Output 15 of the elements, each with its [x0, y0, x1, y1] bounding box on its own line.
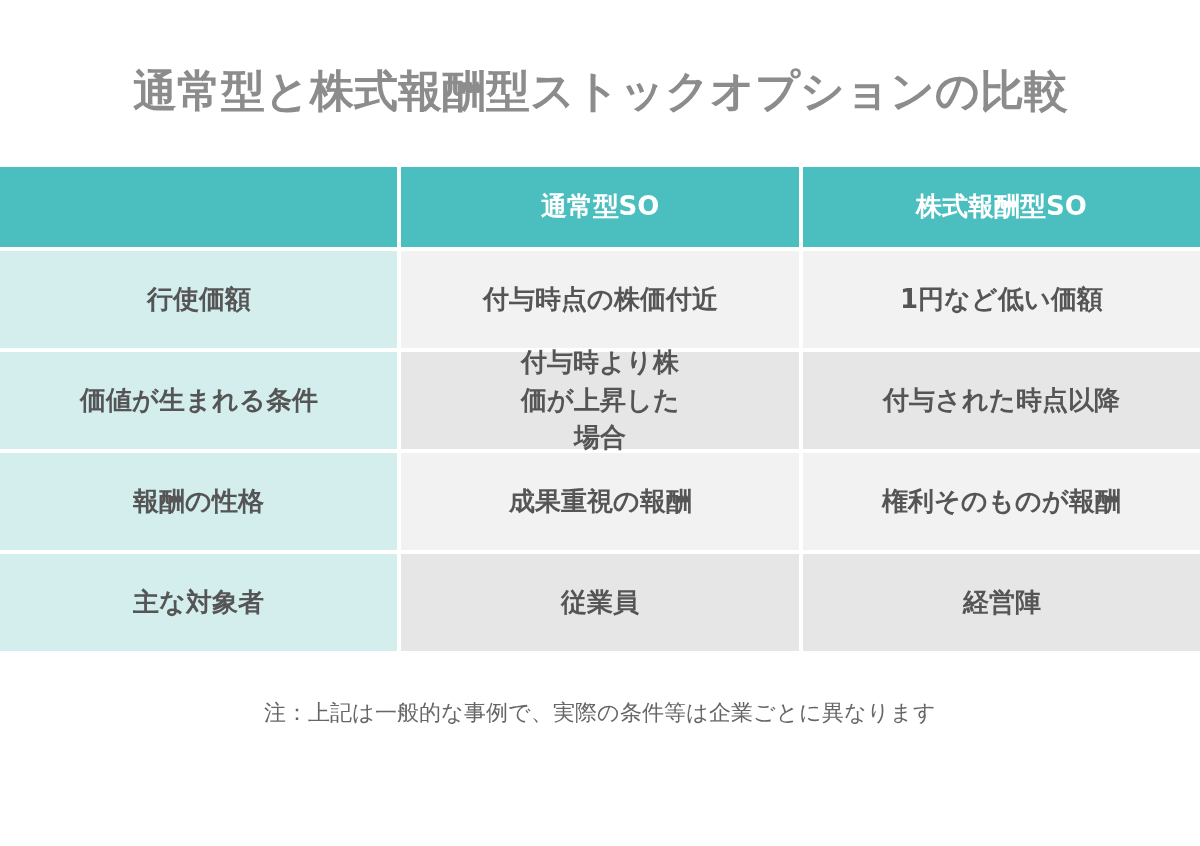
table-cell: 成果重視の報酬 [401, 453, 799, 550]
table-cell: 権利そのものが報酬 [803, 453, 1200, 550]
row-header: 報酬の性格 [0, 453, 397, 550]
column-header: 株式報酬型SO [803, 167, 1200, 247]
table-cell: 付与された時点以降 [803, 352, 1200, 449]
table-cell: 従業員 [401, 554, 799, 651]
row-header: 価値が生まれる条件 [0, 352, 397, 449]
table-cell: 経営陣 [803, 554, 1200, 651]
column-header: 通常型SO [401, 167, 799, 247]
row-header: 主な対象者 [0, 554, 397, 651]
table-cell: 付与時点の株価付近 [401, 251, 799, 348]
page-title: 通常型と株式報酬型ストックオプションの比較 [131, 64, 1069, 118]
table-cell: 1円など低い価額 [803, 251, 1200, 348]
row-header: 行使価額 [0, 251, 397, 348]
note-text: 注：上記は一般的な事例で、実際の条件等は企業ごとに異なります [263, 699, 937, 727]
